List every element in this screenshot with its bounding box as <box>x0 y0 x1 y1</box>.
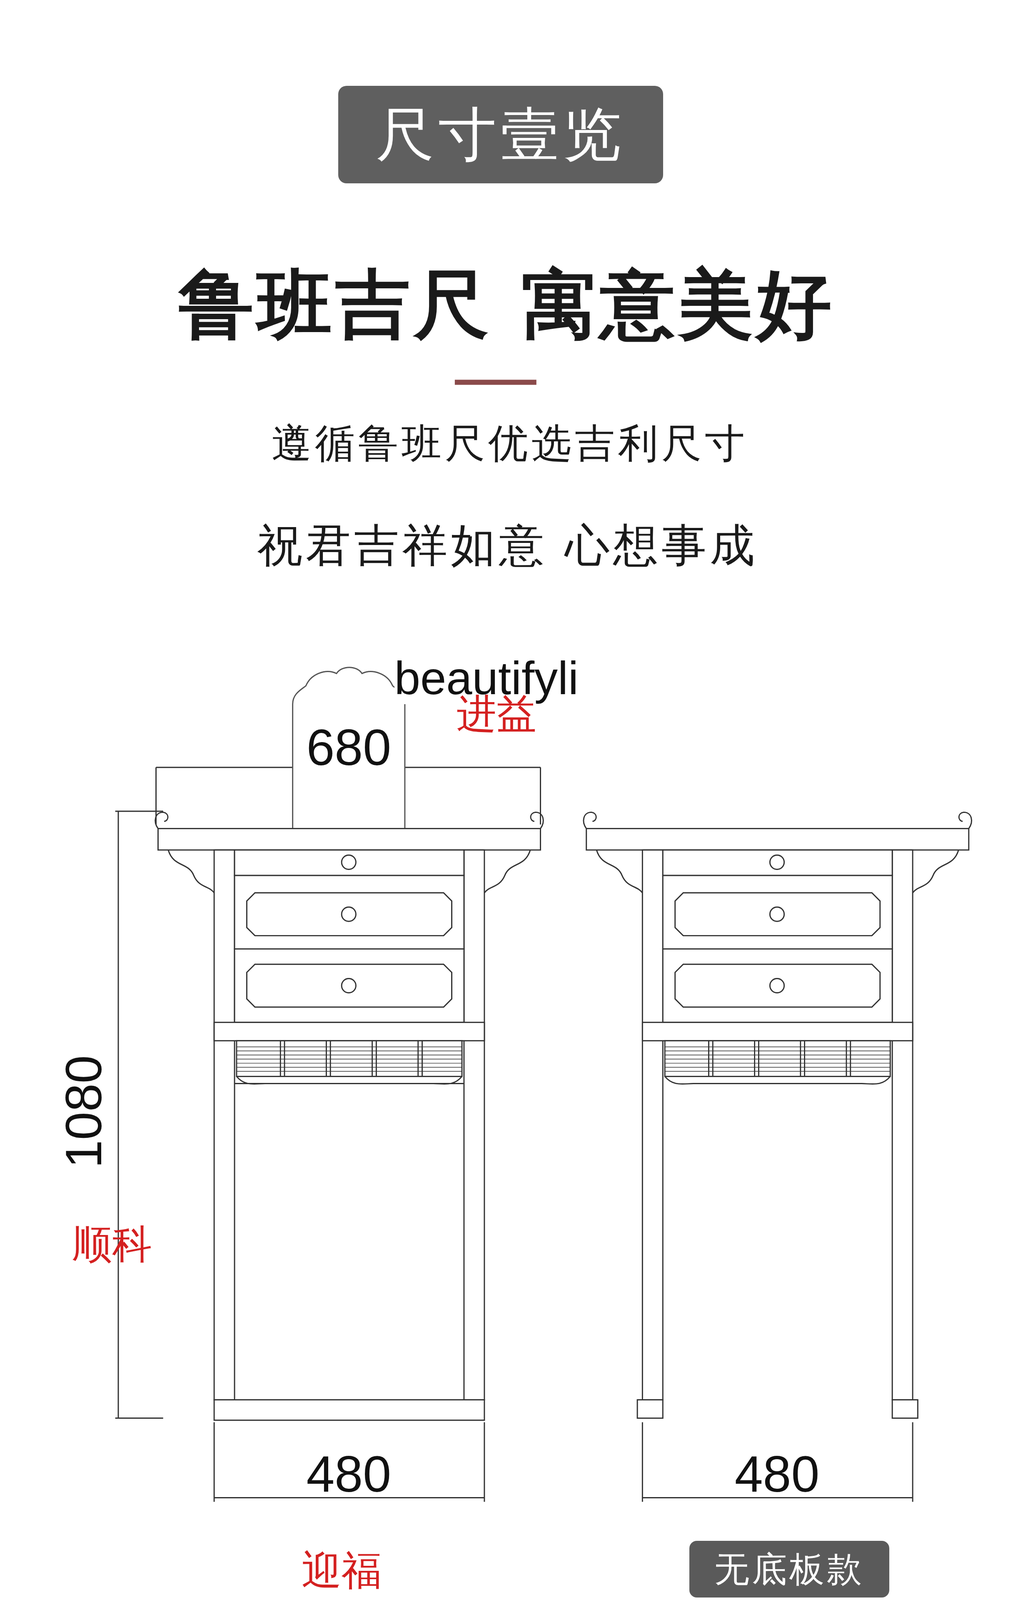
dimension-tick <box>213 1421 215 1502</box>
dimension-tick <box>115 810 164 812</box>
panel-edge <box>234 1082 465 1084</box>
subtitle: 遵循鲁班尺优选吉利尺寸 <box>271 421 749 466</box>
dimension: 480 <box>306 1445 392 1502</box>
dimension-tick <box>483 1421 485 1502</box>
foot <box>637 1399 663 1418</box>
title-box: 尺寸壹览 <box>338 85 664 184</box>
dimension: 1080 <box>55 1055 112 1168</box>
dimension-tick <box>115 1417 164 1419</box>
divider-bar <box>454 379 537 385</box>
dimension-tick <box>912 1421 914 1502</box>
subtitle: 祝君吉祥如意 心想事成 <box>257 520 759 571</box>
tag-text: 无底板款 <box>714 1549 865 1588</box>
dimension-tick <box>539 767 542 825</box>
foot <box>892 1399 918 1418</box>
table-with-panel <box>155 811 544 1400</box>
feet <box>637 1399 918 1418</box>
lucky-mark: 进益 <box>456 691 537 737</box>
dimension-line <box>117 810 120 1418</box>
lucky-mark: 迎福 <box>301 1548 382 1593</box>
dimension: 480 <box>734 1445 820 1502</box>
dimension: 680 <box>306 719 392 776</box>
heading: 鲁班吉尺 寓意美好 <box>178 262 835 346</box>
dimension-tick <box>641 1421 644 1502</box>
variant-tag: 无底板款 <box>689 1540 890 1597</box>
base-stretcher <box>214 1399 485 1420</box>
tablet-outline <box>292 667 405 829</box>
table-without-panel <box>583 811 972 1400</box>
lucky-mark: 顺科 <box>72 1222 153 1267</box>
back-panel <box>214 1083 485 1420</box>
